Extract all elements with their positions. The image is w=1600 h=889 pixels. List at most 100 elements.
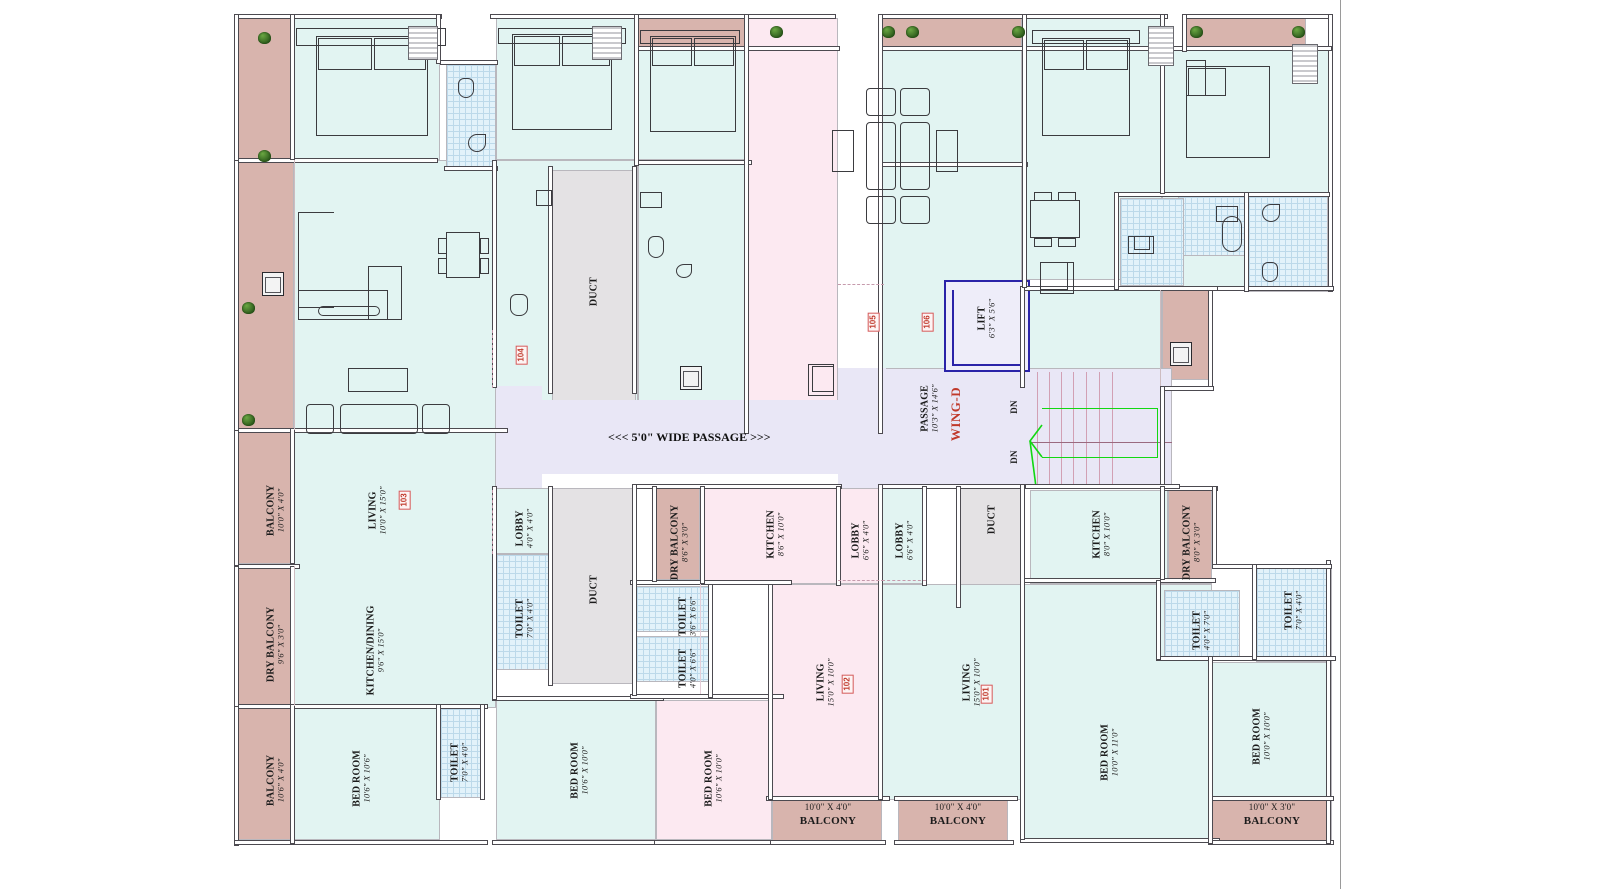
pillow-furniture bbox=[694, 38, 734, 66]
wall bbox=[1156, 656, 1336, 661]
unit-badge-104[interactable]: 104 bbox=[515, 345, 528, 365]
wall bbox=[956, 486, 961, 608]
washbasin-icon bbox=[676, 264, 692, 278]
wardrobe-furniture bbox=[1292, 44, 1318, 84]
unit-badge-102[interactable]: 102 bbox=[841, 674, 854, 694]
dining-table-furniture bbox=[446, 232, 480, 278]
lift-shaft bbox=[944, 280, 1030, 372]
unit-badge-101[interactable]: 101 bbox=[980, 684, 993, 704]
wc-icon bbox=[1262, 262, 1278, 282]
wall bbox=[290, 14, 295, 160]
wall bbox=[1208, 286, 1213, 390]
wall bbox=[1020, 286, 1025, 388]
wc-icon bbox=[510, 294, 528, 316]
passage-corridor bbox=[542, 400, 882, 474]
bed-furniture bbox=[650, 36, 736, 132]
wall bbox=[1160, 386, 1165, 490]
mirror-icon bbox=[536, 190, 552, 206]
wall bbox=[436, 704, 441, 800]
unit-divider-dashed bbox=[492, 490, 493, 554]
wall bbox=[766, 796, 890, 801]
wall bbox=[632, 484, 842, 489]
bed-furniture bbox=[512, 34, 612, 130]
label-living-103: LIVING 10'0" X 15'0" bbox=[367, 486, 388, 535]
wall bbox=[238, 704, 488, 709]
pillow-furniture bbox=[514, 36, 560, 66]
coffee-table-furniture bbox=[936, 130, 958, 172]
room-toilet-101b bbox=[1256, 566, 1332, 662]
wall bbox=[880, 14, 1026, 19]
room-bed-101b bbox=[1212, 662, 1332, 802]
plant-icon bbox=[1012, 26, 1025, 38]
stove-icon bbox=[262, 272, 284, 296]
room-living-kitchen-103 bbox=[294, 432, 496, 708]
wall bbox=[492, 840, 660, 845]
room-bed-104 bbox=[496, 700, 656, 840]
bed-furniture bbox=[1042, 38, 1130, 136]
wall bbox=[1020, 484, 1025, 840]
stove-icon bbox=[1170, 342, 1192, 366]
room-toilet-103 bbox=[440, 708, 484, 798]
wall bbox=[636, 160, 752, 165]
label-bed-101a: BED ROOM 10'0" X 11'0" bbox=[1099, 723, 1120, 781]
wardrobe-furniture bbox=[1148, 26, 1174, 66]
wall bbox=[440, 60, 498, 65]
wardrobe-furniture bbox=[408, 26, 438, 60]
wall-thin bbox=[700, 584, 701, 694]
label-balcony-103: BALCONY 10'0" X 4'0" bbox=[265, 484, 286, 537]
coffee-table-furniture bbox=[832, 130, 854, 172]
pillow-furniture bbox=[1188, 68, 1226, 96]
wall bbox=[1160, 486, 1165, 580]
wall bbox=[290, 428, 295, 564]
label-bed-103: BED ROOM 10'6" X 10'6" bbox=[351, 749, 372, 807]
wall bbox=[878, 484, 1026, 489]
wall bbox=[708, 584, 713, 698]
unit-badge-106[interactable]: 106 bbox=[921, 312, 934, 332]
room-toilet-101a bbox=[1164, 590, 1240, 660]
room-living-102-upper bbox=[748, 50, 838, 432]
wall bbox=[768, 584, 773, 800]
wall bbox=[1212, 486, 1217, 568]
wall-thin bbox=[294, 160, 295, 430]
unit-divider-dashed bbox=[882, 580, 926, 581]
kitchen-counter-furniture bbox=[298, 212, 334, 308]
stove-icon bbox=[680, 366, 702, 390]
stair-tread bbox=[1073, 372, 1075, 488]
unit-badge-105[interactable]: 105 bbox=[867, 312, 880, 332]
duct-left-lower bbox=[552, 488, 636, 684]
dining-chair-furniture bbox=[1034, 192, 1052, 201]
wall bbox=[1118, 286, 1218, 291]
unit-divider-dashed bbox=[838, 580, 884, 581]
dining-chair-furniture bbox=[1058, 238, 1076, 247]
headboard-furniture bbox=[640, 30, 740, 44]
label-stair-down-upper: DN bbox=[1008, 400, 1019, 414]
wall bbox=[1182, 14, 1187, 52]
dining-chair-furniture bbox=[1034, 238, 1052, 247]
pillow-furniture bbox=[1044, 40, 1084, 70]
wall bbox=[480, 704, 485, 800]
label-duct-left-lower: DUCT bbox=[588, 575, 600, 605]
sink-furniture bbox=[318, 306, 380, 316]
room-dry-balcony-106 bbox=[1162, 290, 1212, 380]
stair-tread bbox=[1112, 372, 1114, 488]
wall bbox=[1156, 580, 1161, 660]
wall bbox=[634, 14, 639, 166]
label-dry-balcony-101: DRY BALCONY 8'0" X 3'0" bbox=[1181, 504, 1202, 581]
stair-tread bbox=[1037, 372, 1039, 488]
label-toilet-102b: TOILET 4'0" X 6'6" bbox=[677, 648, 698, 689]
label-dry-balcony-103: DRY BALCONY 9'6" X 3'0" bbox=[265, 606, 286, 683]
wall bbox=[1208, 656, 1213, 844]
armchair-furniture bbox=[866, 196, 896, 224]
wall bbox=[1160, 386, 1214, 391]
wall bbox=[234, 430, 239, 566]
sofa-furniture bbox=[866, 122, 896, 190]
label-lobby-104: LOBBY 4'0" X 4'0" bbox=[514, 508, 535, 549]
unit-badge-103[interactable]: 103 bbox=[398, 490, 411, 510]
wall bbox=[1208, 796, 1334, 801]
armchair-furniture bbox=[900, 88, 930, 116]
wall bbox=[744, 14, 749, 434]
label-passage: PASSAGE 10'3" X 14'6" bbox=[919, 384, 940, 433]
wall bbox=[1208, 286, 1334, 291]
wall bbox=[1020, 838, 1220, 843]
